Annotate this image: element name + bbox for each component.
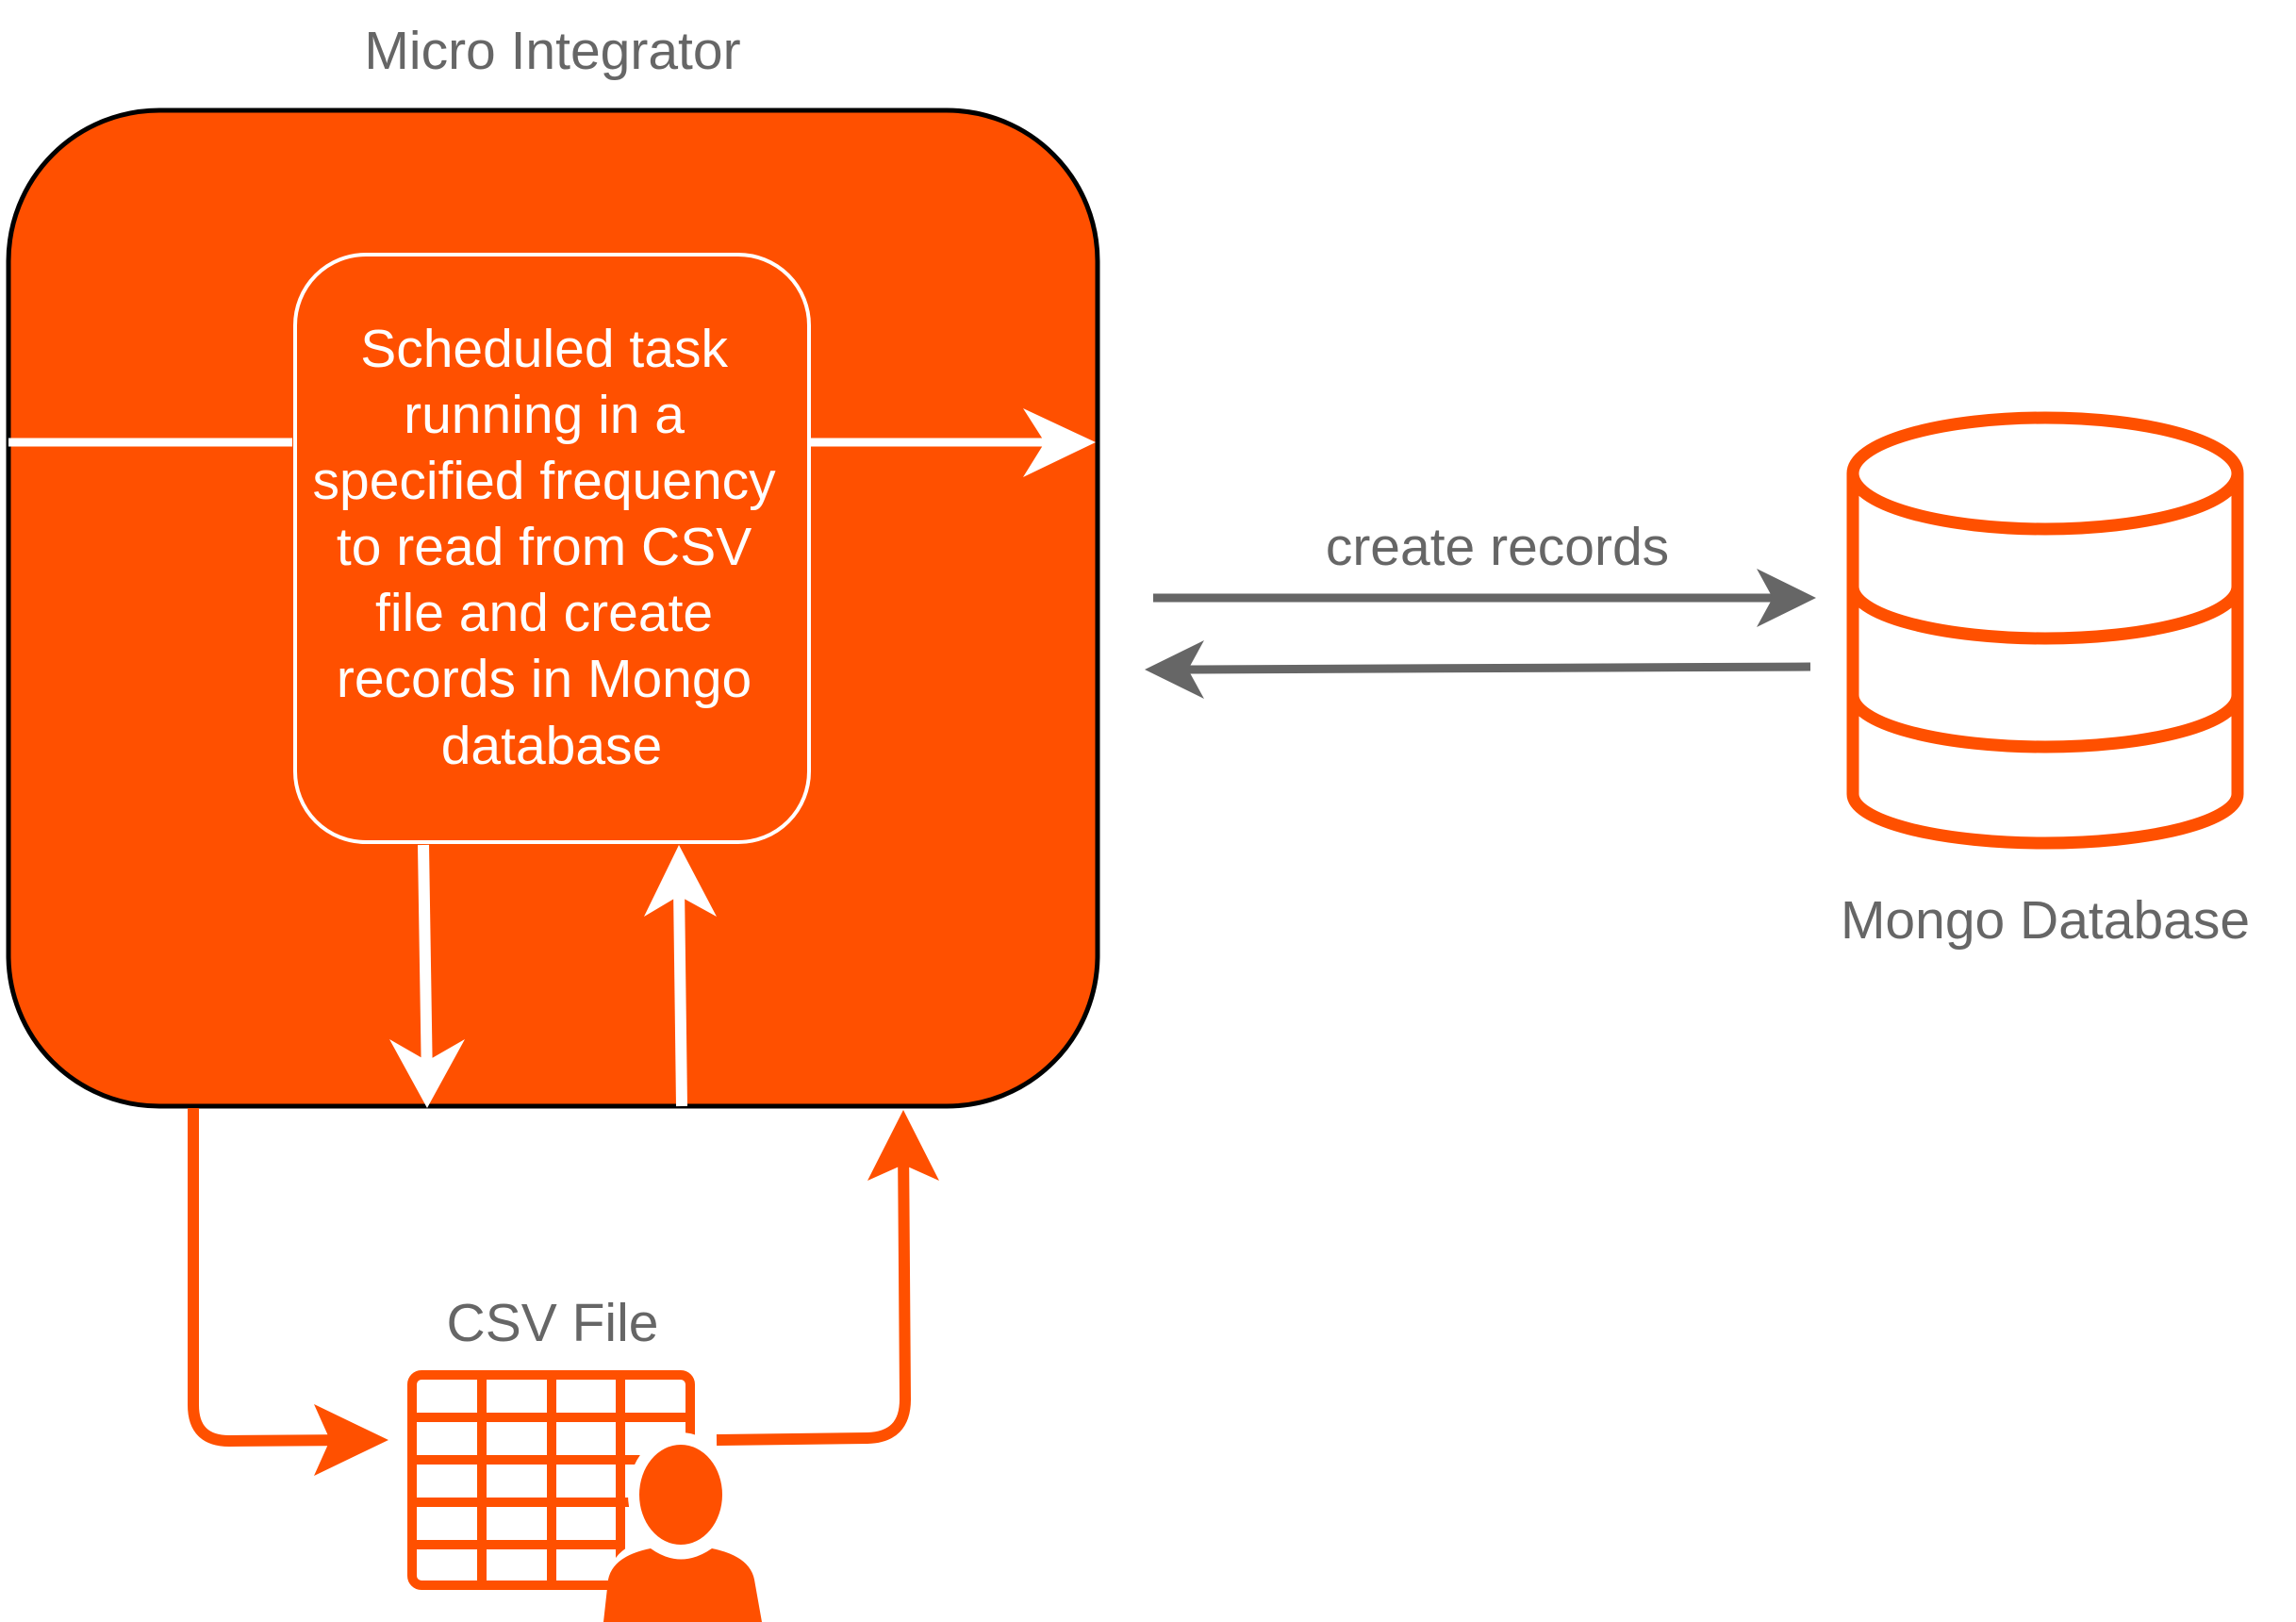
micro-integrator-title: Micro Integrator [364, 21, 740, 81]
database-icon [1846, 411, 2244, 850]
user-icon [603, 1432, 764, 1622]
integrator-to-csv-arrow [188, 1108, 388, 1476]
task-line: file and create [375, 583, 713, 643]
spreadsheet-user-icon [407, 1370, 764, 1622]
csv-to-task-arrow-inner [644, 845, 717, 1107]
csv-file-label: CSV File [447, 1293, 659, 1353]
csv-to-integrator-arrow [716, 1110, 939, 1446]
response-arrow [1145, 640, 1811, 699]
create-records-arrow [1153, 569, 1816, 627]
task-line: specified frequency [313, 451, 777, 511]
scheduled-task-box: Scheduled task running in a specified fr… [293, 253, 811, 844]
task-line: Scheduled task [360, 319, 728, 379]
task-line: to read from CSV [337, 517, 752, 577]
task-line: records in Mongo [337, 649, 752, 709]
task-line: database [441, 716, 663, 776]
task-line: running in a [404, 385, 685, 445]
scheduled-task-description: Scheduled task running in a specified fr… [313, 319, 791, 776]
task-to-csv-arrow-inner [389, 844, 465, 1108]
create-records-label: create records [1326, 517, 1669, 577]
mongo-database-label: Mongo Database [1841, 890, 2250, 951]
outbound-arrow [811, 408, 1096, 477]
